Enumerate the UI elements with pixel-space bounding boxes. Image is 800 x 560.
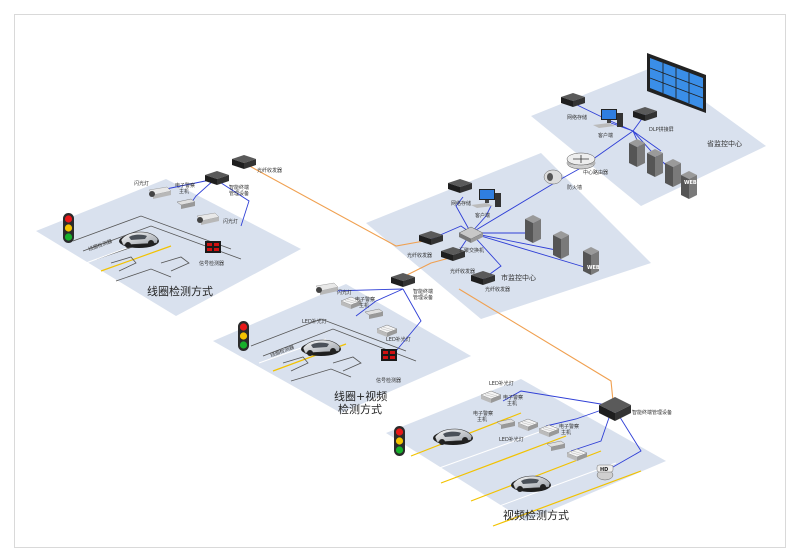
hd-label: HD — [600, 467, 608, 473]
zone-title-loop: 线圈检测方式 — [147, 284, 213, 298]
signal-detector-icon — [381, 349, 397, 361]
label-core-router: 中心路由器 — [583, 169, 608, 176]
zone-loop-video — [213, 284, 471, 413]
label-police-cam-c3: 电子警察主机 — [559, 423, 579, 436]
label-switch-city: 汇聚交换机 — [459, 247, 484, 254]
label-net-storage-prov: 网络存储 — [567, 114, 587, 121]
label-strobe-a: 闪光灯 — [134, 180, 149, 187]
traffic-light-icon — [238, 321, 249, 351]
label-led-fill-c1: LED补光灯 — [489, 380, 514, 387]
traffic-light-icon — [394, 426, 405, 456]
fiber-links — [243, 162, 614, 402]
smart-terminal-icon — [391, 273, 415, 287]
label-signal-detector-a: 信号检测器 — [199, 260, 224, 267]
zone-title-province: 省监控中心 — [707, 139, 742, 148]
fiber-transceiver-icon — [232, 155, 256, 169]
label-fiber-tx-city-bottom: 光纤收发器 — [485, 286, 510, 293]
hd-dome-camera-icon: HD — [596, 464, 614, 481]
label-police-cam-a: 电子警察主机 — [175, 182, 195, 195]
label-smart-terminal-a: 智能终端管理设备 — [229, 184, 249, 197]
label-signal-detector-b: 信号检测器 — [376, 377, 401, 384]
label-smart-terminal-c: 智能终端管理设备 — [632, 409, 672, 416]
label-strobe-b: 闪光灯 — [337, 289, 352, 296]
label-firewall: 防火墙 — [567, 184, 582, 191]
label-fiber-tx-city-mid: 光纤收发器 — [450, 268, 475, 275]
label-fiber-tx-top: 光纤收发器 — [257, 167, 282, 174]
label-led-fill-c2: LED补光灯 — [499, 436, 524, 443]
diagram-frame: 闪光灯 电子警察主机 闪光灯 线圈检测器 信号检测器 智能终端管理设备 光纤收发… — [14, 14, 786, 548]
switch-icon — [458, 226, 484, 243]
label-strobe-b: 闪光灯 — [223, 218, 238, 225]
label-client-prov: 客户端 — [598, 132, 613, 139]
zone-title-video: 视频检测方式 — [503, 508, 569, 522]
server-icon — [629, 139, 645, 167]
traffic-light-icon — [63, 213, 74, 243]
label-smart-terminal-b: 智能终端管理设备 — [413, 288, 433, 301]
network-diagram: 闪光灯 电子警察主机 闪光灯 线圈检测器 信号检测器 智能终端管理设备 光纤收发… — [36, 53, 766, 527]
smart-terminal-icon — [205, 171, 229, 185]
label-led-fill-b1: LED补光灯 — [302, 318, 327, 325]
zone-city — [366, 153, 651, 319]
signal-detector-icon — [205, 241, 221, 253]
zone-video — [386, 379, 666, 521]
label-server-web-city: WEB — [587, 265, 600, 271]
firewall-icon — [543, 169, 563, 185]
label-police-cam-c2: 电子警察主机 — [473, 410, 493, 423]
label-dlp: DLP拼接屏 — [649, 126, 674, 133]
label-server-web-prov: WEB — [684, 180, 697, 186]
server-icon — [665, 159, 681, 187]
server-icon — [647, 149, 663, 177]
smart-terminal-icon — [599, 397, 631, 421]
label-net-storage-city: 网络存储 — [451, 200, 471, 207]
label-led-fill-b2: LED补光灯 — [386, 336, 411, 343]
core-router-icon — [566, 152, 596, 170]
server-icon — [553, 231, 569, 259]
zone-province — [531, 66, 766, 206]
zone-title-city: 市监控中心 — [501, 273, 536, 282]
label-police-cam-c1: 电子警察主机 — [503, 394, 523, 407]
dlp-video-wall-icon — [647, 53, 706, 113]
zone-title-loop-video-2: 检测方式 — [338, 402, 382, 416]
label-police-cam-b: 电子警察主机 — [355, 296, 375, 309]
zone-title-loop-video-1: 线圈+视频 — [334, 389, 387, 403]
label-client-city: 客户端 — [475, 212, 490, 219]
server-icon — [525, 215, 541, 243]
label-fiber-tx-city-top: 光纤收发器 — [407, 252, 432, 259]
